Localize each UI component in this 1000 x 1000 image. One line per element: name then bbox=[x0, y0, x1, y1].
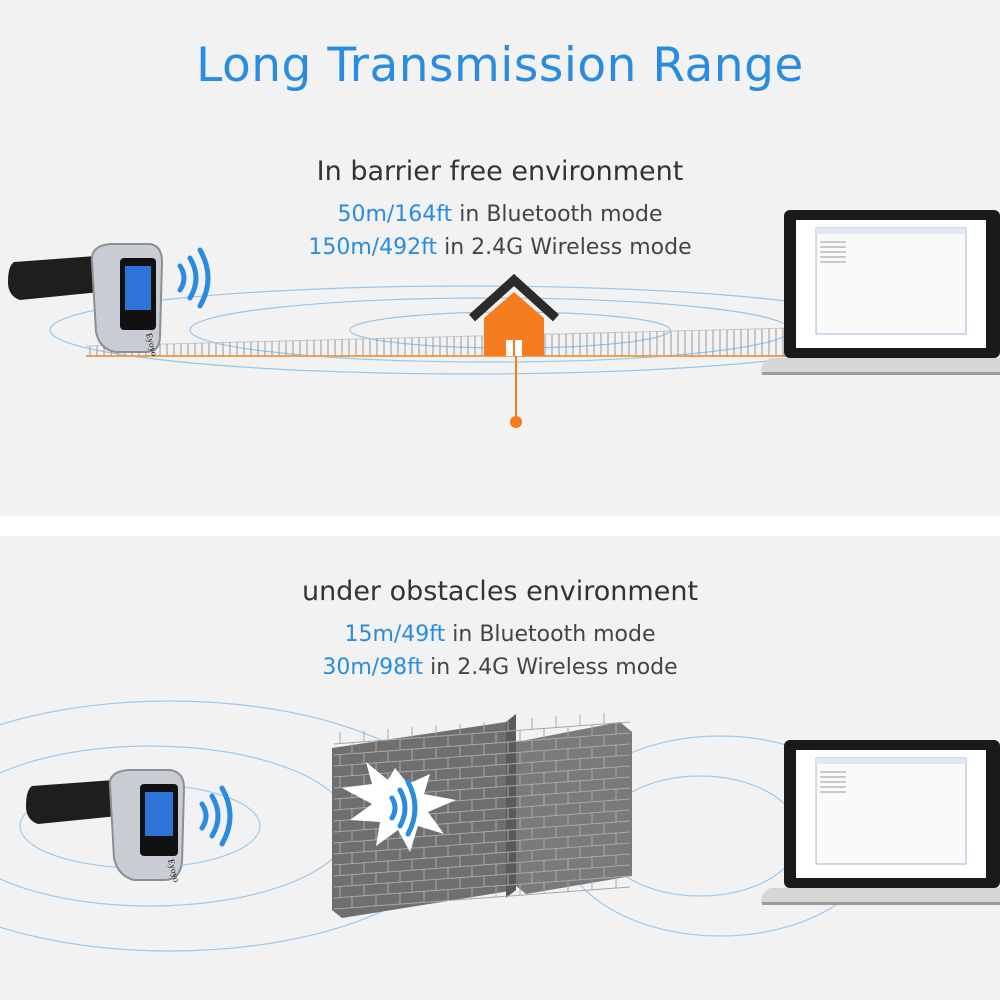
fence bbox=[89, 328, 784, 356]
barrier-free-heading: In barrier free environment bbox=[316, 156, 684, 187]
spec-value: 150m/492ft bbox=[308, 235, 438, 260]
range-rings bbox=[49, 285, 891, 375]
signal-waves-icon bbox=[199, 785, 233, 847]
laptop-icon bbox=[761, 740, 1000, 905]
barrier-free-panel: Eyoyo Long Transmission Range In b bbox=[0, 38, 1000, 428]
barcode-scanner-icon: Eyoyo bbox=[8, 243, 164, 358]
obstacles-illustration: Eyoyo bbox=[0, 700, 1000, 952]
obstacles-panel: Eyoyo under obstacles environment 15m/4 bbox=[0, 536, 1000, 1000]
obstacles-bluetooth-spec: 15m/49ft in Bluetooth mode bbox=[0, 622, 1000, 647]
spec-mode: in Bluetooth mode bbox=[445, 622, 656, 647]
spec-mode: in 2.4G Wireless mode bbox=[437, 235, 692, 260]
barrier-free-illustration: Eyoyo bbox=[8, 210, 1000, 428]
obstacles-heading: under obstacles environment bbox=[301, 576, 699, 607]
laptop-icon bbox=[761, 210, 1000, 375]
signal-waves-icon bbox=[389, 779, 418, 837]
page-title: Long Transmission Range bbox=[196, 38, 804, 93]
house-icon bbox=[468, 273, 560, 428]
spec-mode: in Bluetooth mode bbox=[452, 202, 663, 227]
fence-rail bbox=[85, 327, 791, 347]
spec-value: 50m/164ft bbox=[337, 202, 453, 227]
brick-wall-icon bbox=[332, 712, 632, 918]
signal-waves-icon bbox=[177, 247, 211, 309]
spec-value: 30m/98ft bbox=[322, 655, 424, 680]
spec-value: 15m/49ft bbox=[344, 622, 446, 647]
spec-mode: in 2.4G Wireless mode bbox=[423, 655, 678, 680]
signal-burst bbox=[342, 762, 456, 852]
barcode-scanner-icon: Eyoyo bbox=[26, 769, 186, 884]
barrier-free-wireless-spec: 150m/492ft in 2.4G Wireless mode bbox=[0, 235, 1000, 260]
barrier-free-bluetooth-spec: 50m/164ft in Bluetooth mode bbox=[0, 202, 1000, 227]
obstacles-wireless-spec: 30m/98ft in 2.4G Wireless mode bbox=[0, 655, 1000, 680]
section-divider bbox=[0, 516, 1000, 536]
